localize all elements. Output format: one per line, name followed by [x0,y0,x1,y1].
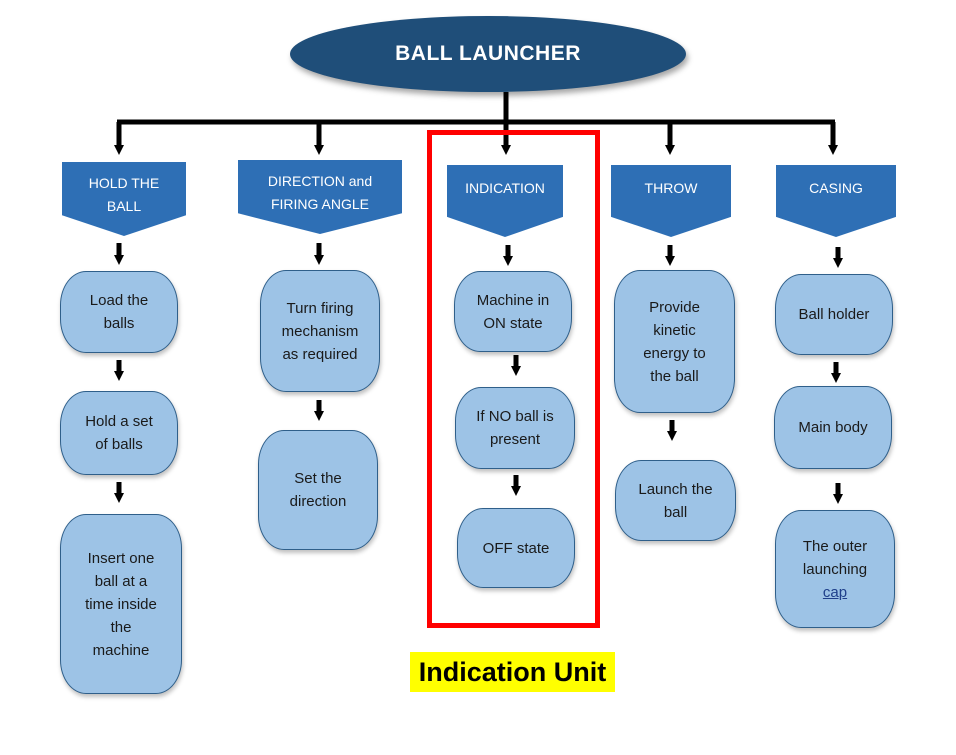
step-label: Set the direction [289,470,347,510]
step-load-the-balls: Load the balls [60,271,178,353]
step-label: Main body [798,419,868,436]
indication-highlight-frame [427,130,600,628]
step-ball-holder: Ball holder [775,274,893,355]
header-label: THROW [644,180,698,196]
step-outer-launching-cap: The outer launching cap [775,510,895,628]
step-label: Insert one ball at a time inside the mac… [85,549,157,659]
header-label: INDICATION [465,180,545,196]
step-insert-one-ball: Insert one ball at a time inside the mac… [60,514,182,694]
step-label: Load the balls [89,292,149,332]
step-provide-kinetic-energy: Provide kinetic energy to the ball [614,270,735,413]
step-label: Provide kinetic energy to the ball [643,298,706,385]
step-label: The outer launching cap [802,537,868,601]
step-set-the-direction: Set the direction [258,430,378,550]
header-label: HOLD THE BALL [88,175,160,214]
title-label: BALL LAUNCHER [395,42,581,65]
header-indication: INDICATION [447,165,563,237]
step-label: OFF state [482,539,550,557]
step-if-no-ball-present: If NO ball is present [455,387,575,469]
step-label: Machine in ON state [476,291,550,332]
step-label: Ball holder [798,306,870,323]
step-hold-a-set-of-balls: Hold a set of balls [60,391,178,475]
indication-unit-caption: Indication Unit [410,652,615,692]
step-label: If NO ball is present [476,408,554,448]
step-launch-the-ball: Launch the ball [615,460,736,541]
header-label: CASING [809,180,863,196]
step-label-underlined-word: cap [822,583,848,601]
step-machine-in-on-state: Machine in ON state [454,271,572,352]
step-label: Launch the ball [638,480,713,521]
step-main-body: Main body [774,386,892,469]
step-label: Hold a set of balls [85,413,153,453]
caption-label: Indication Unit [418,656,607,687]
title-node: BALL LAUNCHER [290,16,686,92]
step-turn-firing-mechanism: Turn firing mechanism as required [260,270,380,392]
step-off-state: OFF state [457,508,575,588]
header-label: DIRECTION and FIRING ANGLE [267,173,373,212]
step-label: Turn firing mechanism as required [281,299,359,363]
